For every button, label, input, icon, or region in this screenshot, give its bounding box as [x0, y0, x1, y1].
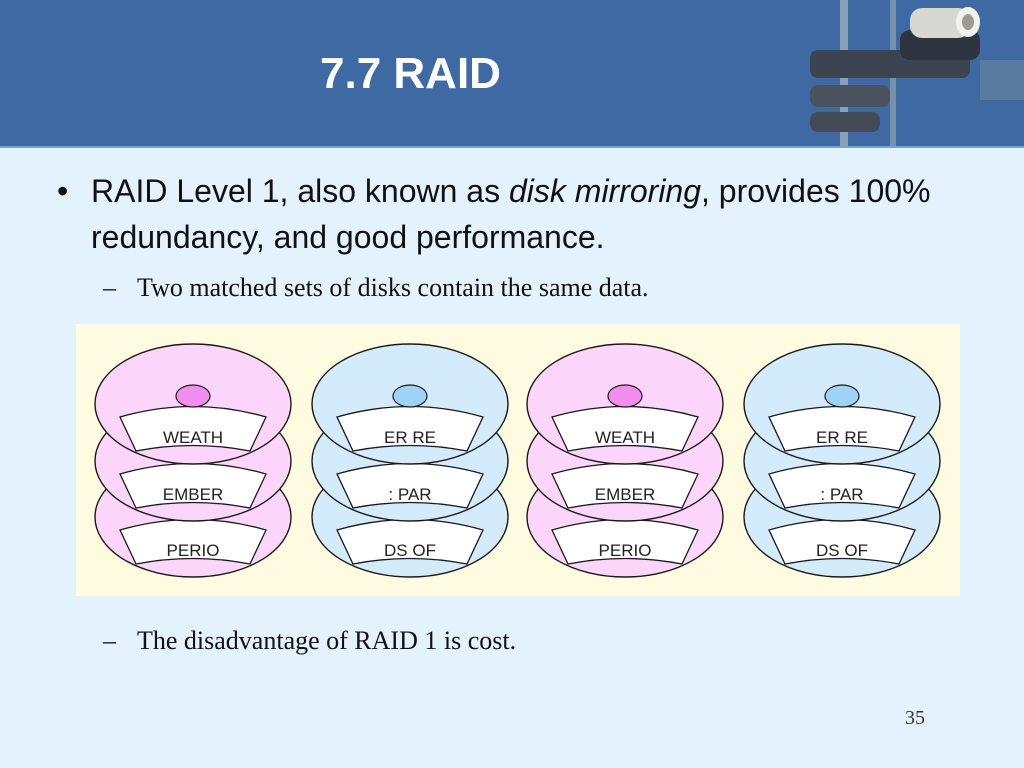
disk-label: DS OF — [816, 541, 868, 560]
label-band — [336, 405, 484, 452]
disk-platter: ER RE — [743, 343, 941, 465]
disk-label: EMBER — [163, 485, 223, 504]
pipes-photo-icon — [810, 0, 1024, 146]
raid-1-figure: PERIO EMBER WEATH DS OF : PAR ER RE PERIO EMBER… — [76, 324, 960, 596]
bullet-marker: • — [57, 173, 69, 209]
bullet-text-start: RAID Level 1, also known as — [91, 173, 509, 209]
disk-platter: WEATH — [526, 343, 724, 465]
label-band — [551, 518, 699, 565]
header-divider — [0, 146, 1024, 148]
label-band — [768, 518, 916, 565]
sub-bullet-marker: – — [103, 273, 116, 302]
label-band — [119, 462, 267, 509]
spindle-hub — [175, 384, 211, 408]
sub-bullet-2: –The disadvantage of RAID 1 is cost. — [103, 625, 516, 657]
sub-bullet-text: Two matched sets of disks contain the sa… — [137, 273, 649, 302]
disk-label: ER RE — [816, 428, 868, 447]
disk-stack: PERIO EMBER WEATH — [94, 343, 292, 578]
main-bullet-text: RAID Level 1, also known as disk mirrori… — [91, 168, 971, 260]
label-band — [551, 405, 699, 452]
bullet-emphasis: disk mirroring — [508, 173, 702, 209]
disk-label: ER RE — [384, 428, 436, 447]
disk-label: EMBER — [595, 485, 655, 504]
disk-platter: WEATH — [94, 343, 292, 465]
label-band — [336, 462, 484, 509]
label-band — [119, 405, 267, 452]
disk-label: DS OF — [384, 541, 436, 560]
disk-stack: DS OF : PAR ER RE — [743, 343, 941, 578]
label-band — [768, 405, 916, 452]
disk-stack: DS OF : PAR ER RE — [311, 343, 509, 578]
label-band — [768, 462, 916, 509]
disk-stacks-diagram: PERIO EMBER WEATH DS OF : PAR ER RE PERIO EMBER… — [94, 343, 941, 578]
disk-label: : PAR — [820, 485, 863, 504]
sub-bullet-1: –Two matched sets of disks contain the s… — [103, 272, 649, 304]
disk-label: PERIO — [167, 541, 220, 560]
slide-title: 7.7 RAID — [320, 49, 501, 98]
spindle-hub — [607, 384, 643, 408]
disk-label: WEATH — [163, 428, 223, 447]
label-band — [551, 462, 699, 509]
sub-bullet-marker: – — [103, 626, 116, 655]
bullet-text-end: , provides 100% redundancy, and good per… — [91, 173, 931, 255]
label-band — [119, 518, 267, 565]
disk-label: : PAR — [388, 485, 431, 504]
disk-stack: PERIO EMBER WEATH — [526, 343, 724, 578]
disk-platter: ER RE — [311, 343, 509, 465]
disk-label: WEATH — [595, 428, 655, 447]
disk-label: PERIO — [599, 541, 652, 560]
page-number: 35 — [905, 707, 925, 729]
label-band — [336, 518, 484, 565]
slide-header: 7.7 RAID — [0, 0, 1024, 146]
sub-bullet-text: The disadvantage of RAID 1 is cost. — [137, 626, 517, 655]
spindle-hub — [824, 384, 860, 408]
spindle-hub — [392, 384, 428, 408]
